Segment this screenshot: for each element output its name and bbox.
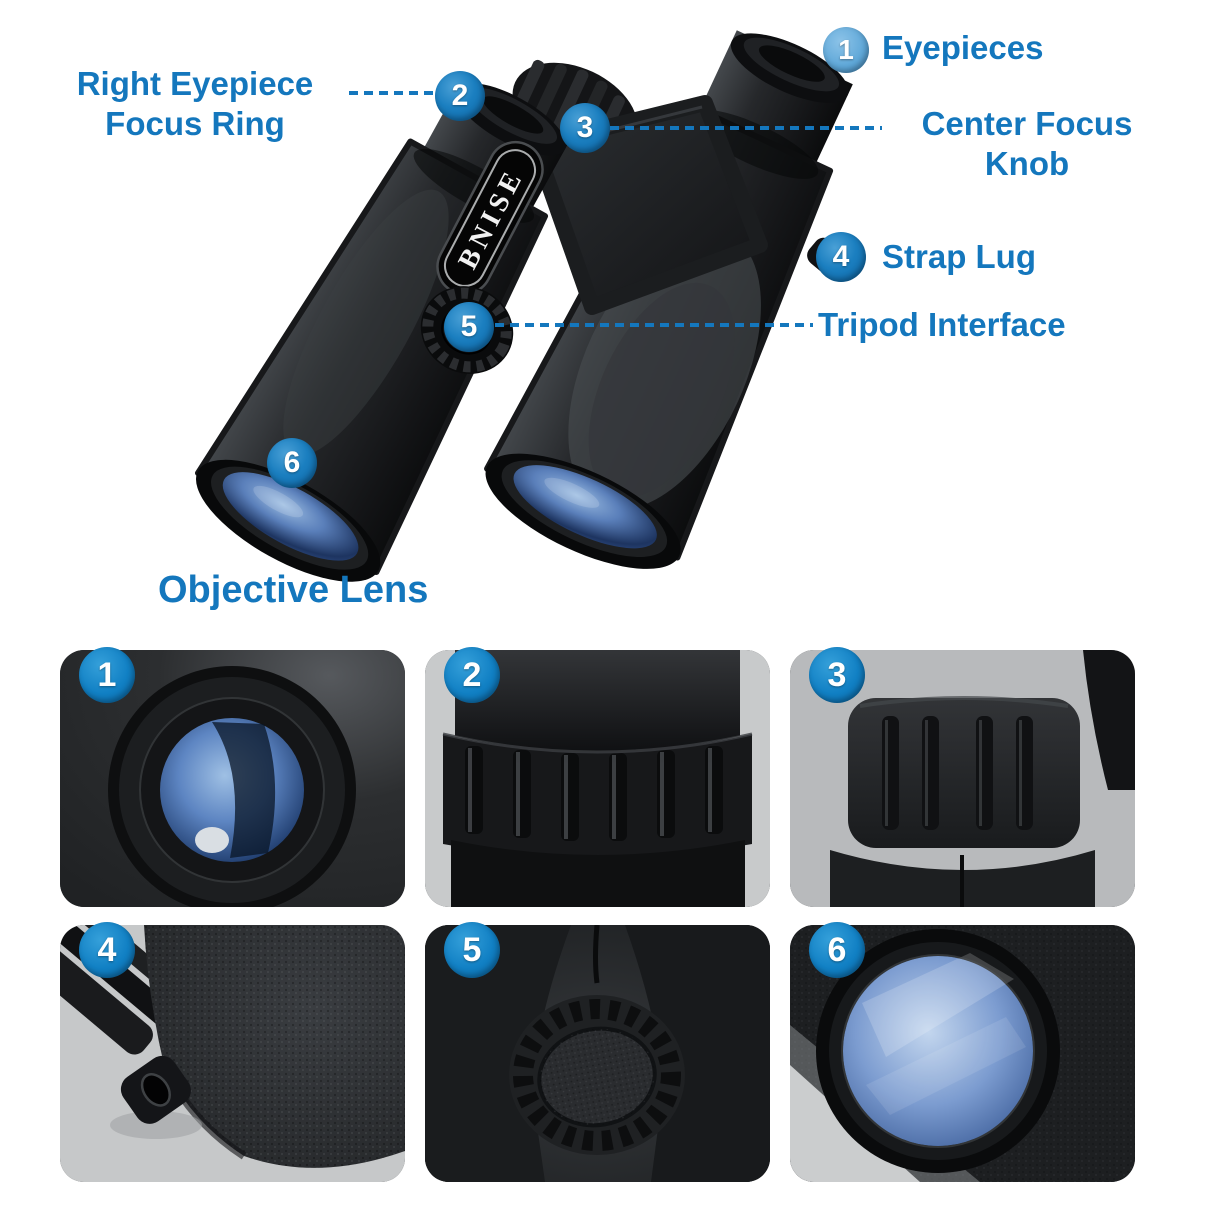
- tile-badge-4: 4: [79, 922, 135, 978]
- objective-closeup-photo: [790, 925, 1135, 1182]
- tile-badge-1: 1: [79, 647, 135, 703]
- label-objective-lens: Objective Lens: [158, 569, 429, 611]
- label-tripod-interface: Tripod Interface: [818, 306, 1066, 343]
- tile-eyepiece-closeup: [60, 650, 405, 907]
- callout-badge-2: 2: [435, 71, 485, 121]
- tile-tripod-closeup: [425, 925, 770, 1182]
- callout-badge-6: 6: [267, 438, 317, 488]
- label-right-eyepiece-focus-ring: Right Eyepiece Focus Ring: [30, 64, 360, 144]
- callout-badge-1: 1: [823, 27, 869, 73]
- bridge: [527, 95, 768, 315]
- eyepiece-closeup-photo: [60, 650, 405, 907]
- tile-objective-closeup: [790, 925, 1135, 1182]
- callout-badge-5: 5: [444, 302, 494, 352]
- connector-tripod: [495, 323, 813, 327]
- label-right-eyepiece-line1: Right Eyepiece: [76, 65, 314, 102]
- tile-badge-5: 5: [444, 922, 500, 978]
- label-center-focus-line1: Center Focus: [921, 105, 1133, 142]
- label-strap-lug: Strap Lug: [882, 238, 1036, 275]
- connector-center-focus: [610, 126, 882, 130]
- tripod-closeup-photo: [425, 925, 770, 1182]
- callout-badge-4: 4: [816, 232, 866, 282]
- label-eyepieces: Eyepieces: [882, 29, 1044, 66]
- label-center-focus-line2: Knob: [984, 145, 1070, 182]
- callout-badge-3: 3: [560, 103, 610, 153]
- label-right-eyepiece-line2: Focus Ring: [105, 105, 285, 142]
- connector-right-eyepiece: [349, 91, 439, 95]
- tile-badge-3: 3: [809, 647, 865, 703]
- focus-ring-closeup-photo: [425, 650, 770, 907]
- tile-badge-6: 6: [809, 922, 865, 978]
- label-center-focus-knob: Center Focus Knob: [886, 104, 1168, 184]
- tile-badge-2: 2: [444, 647, 500, 703]
- binoculars-photo: BNISE: [194, 30, 853, 582]
